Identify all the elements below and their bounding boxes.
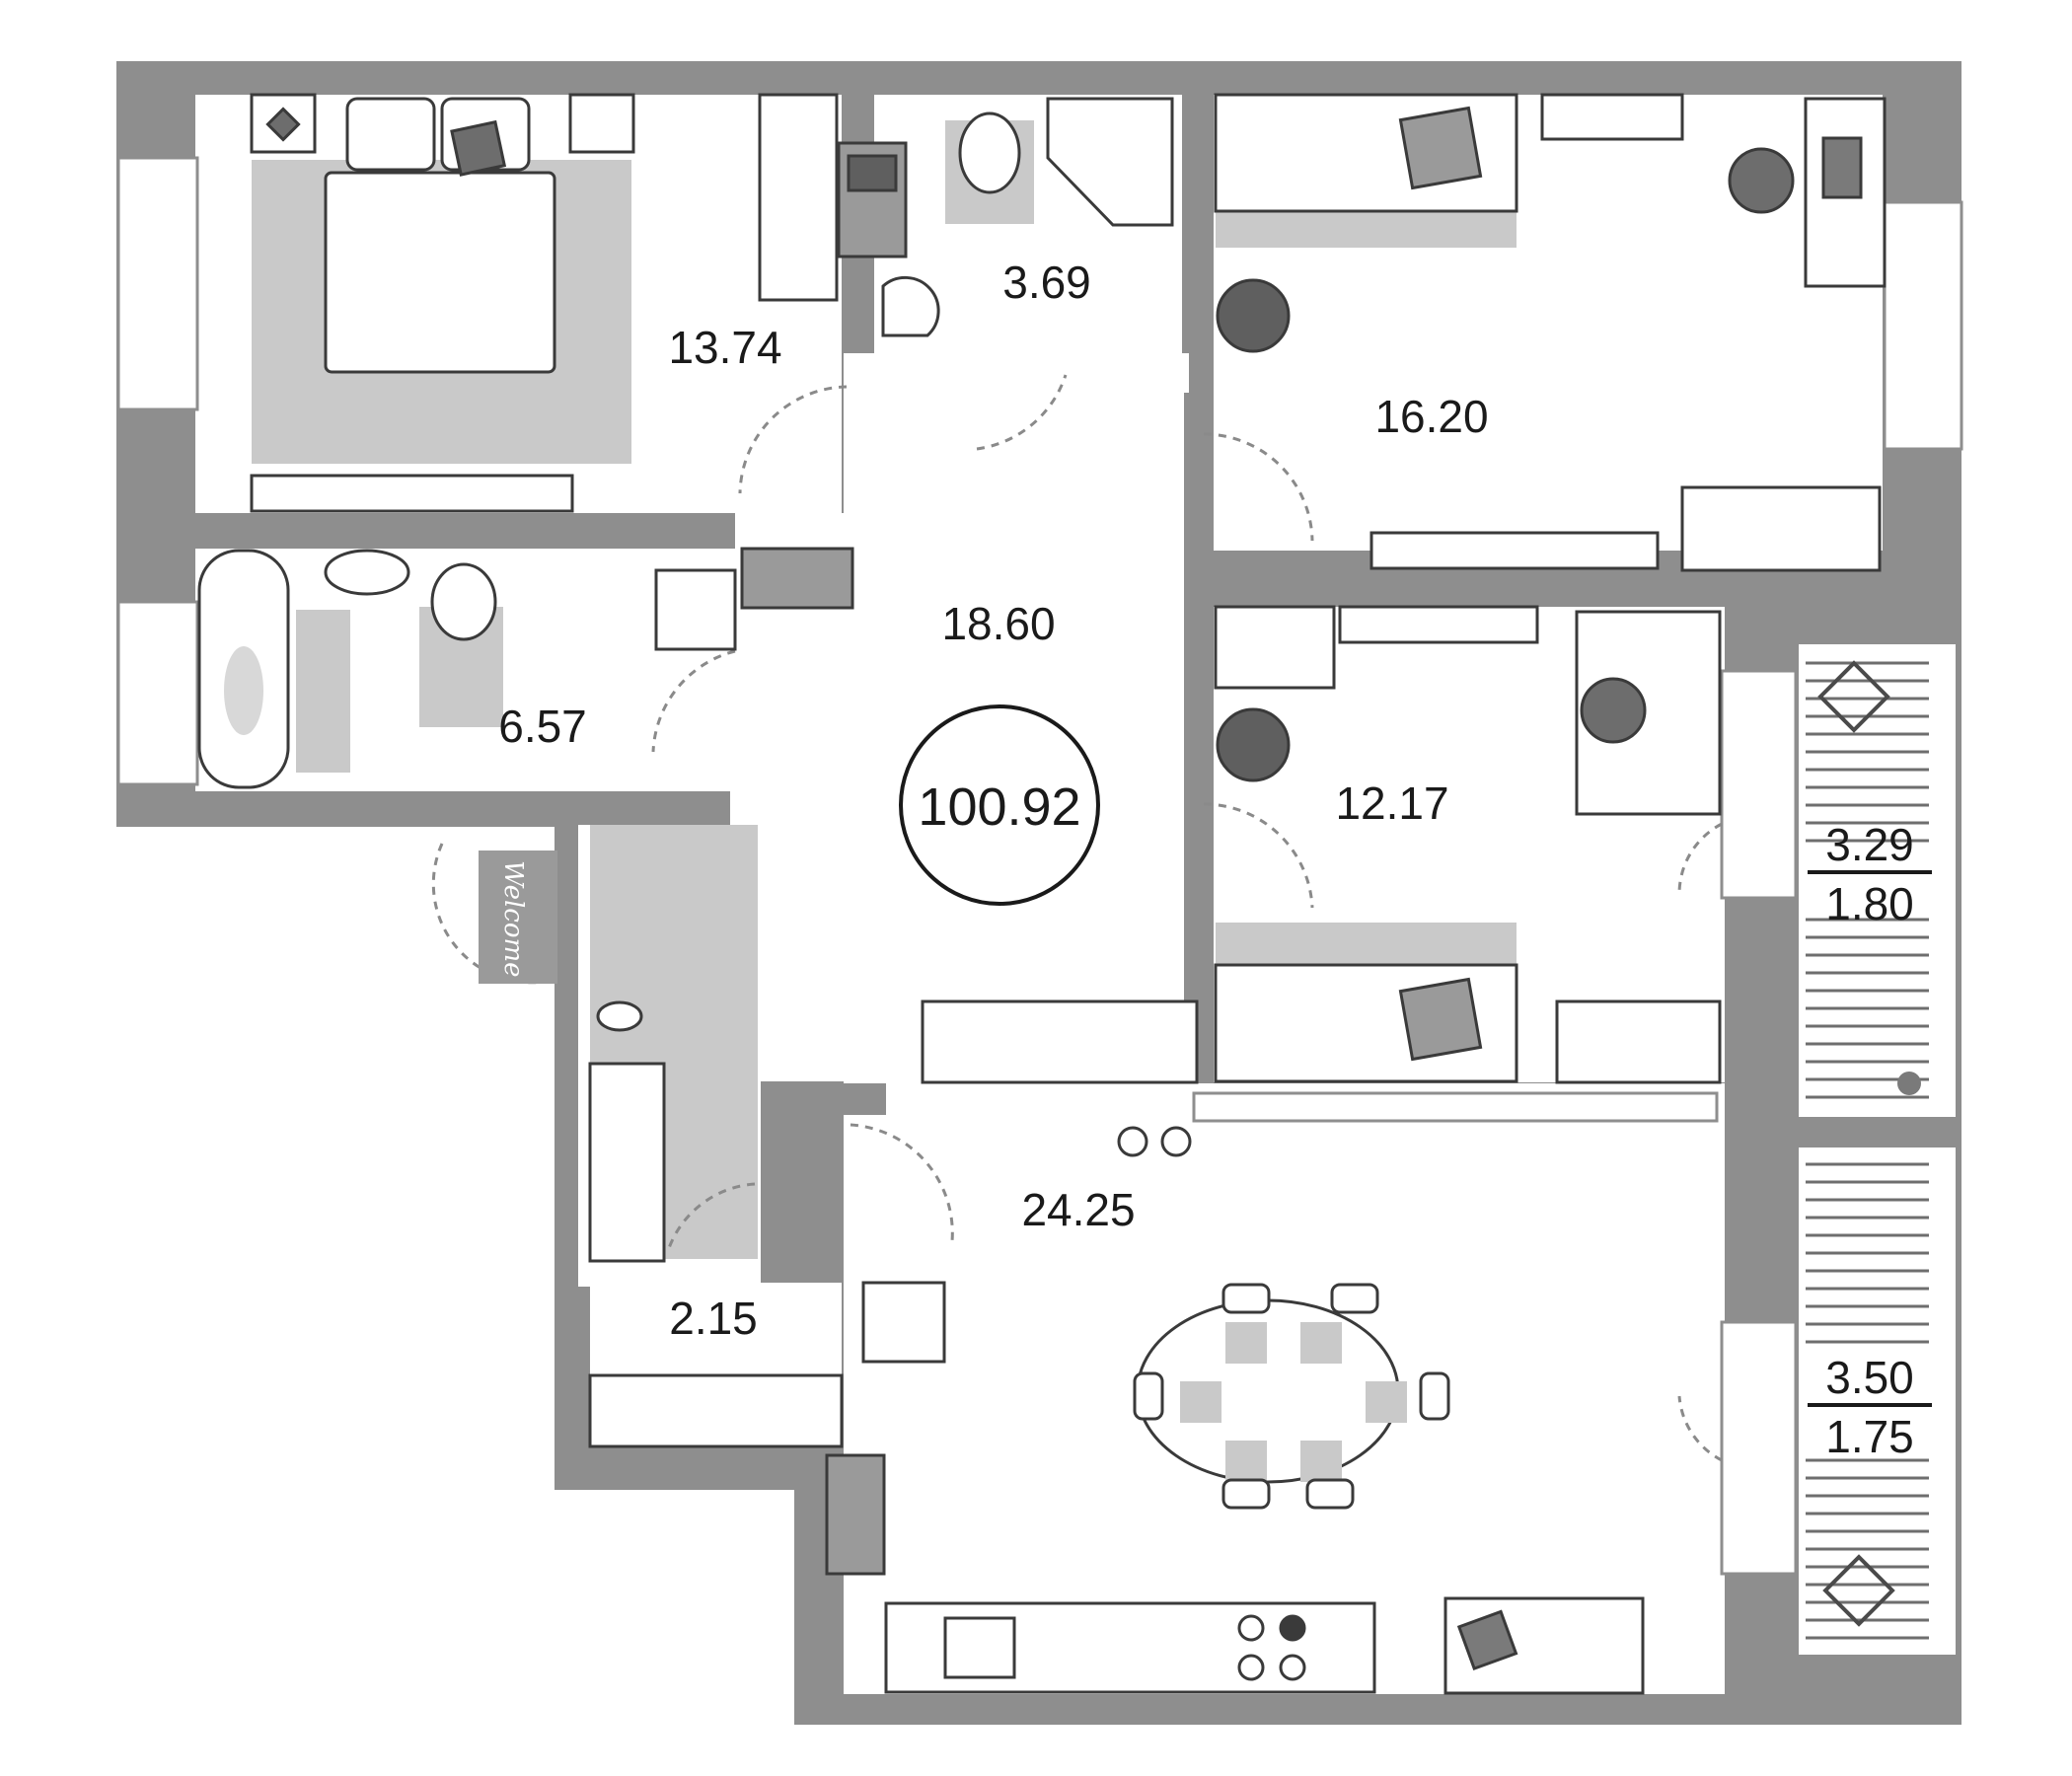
doormat-label: Welcome xyxy=(498,860,528,978)
shoe-rack-icon xyxy=(588,1373,844,1448)
balcony-2-area: 3.50 xyxy=(1825,1352,1914,1403)
room-area-toilet: 3.69 xyxy=(1002,257,1091,308)
shoe-rack-icon xyxy=(1555,999,1722,1084)
hob-icon xyxy=(1237,1614,1306,1681)
plant-icon xyxy=(1216,278,1291,353)
shoe-rack-icon xyxy=(921,999,1199,1084)
washing-machine-icon xyxy=(740,547,854,610)
balcony-2-coefficient-area: 1.75 xyxy=(1825,1411,1914,1462)
balcony-plant-icon xyxy=(1897,1072,1921,1095)
balcony-1-coefficient-area: 1.80 xyxy=(1825,878,1914,929)
sink-icon xyxy=(881,275,940,337)
room-labels: 13.74 3.69 16.20 6.57 18.60 12.17 2.15 2… xyxy=(498,257,1488,1344)
slippers-icon xyxy=(596,1000,643,1032)
room-area-bathroom: 6.57 xyxy=(498,701,587,752)
tv-stand-icon xyxy=(1369,531,1660,570)
sink-icon xyxy=(943,1616,1016,1679)
fridge-icon xyxy=(861,1281,946,1364)
room-area-kitchen-living: 24.25 xyxy=(1021,1184,1135,1235)
shower-icon xyxy=(1046,97,1174,227)
dining-table-icon xyxy=(1136,1298,1400,1484)
room-area-bedroom-office: 16.20 xyxy=(1374,391,1488,442)
plant-icon xyxy=(1216,707,1291,782)
toilet-icon xyxy=(430,562,497,641)
balcony-labels: 3.29 1.80 3.50 1.75 xyxy=(1808,819,1932,1462)
toilet-icon xyxy=(958,111,1021,194)
furniture xyxy=(197,93,1887,1695)
room-area-entrance: 2.15 xyxy=(669,1293,758,1344)
sink-icon xyxy=(324,549,410,596)
wardrobe-icon xyxy=(1214,605,1336,690)
room-area-bedroom-main: 13.74 xyxy=(668,322,781,373)
tv-stand-icon xyxy=(1338,605,1539,644)
balcony-1-area: 3.29 xyxy=(1825,819,1914,870)
balconies xyxy=(1793,638,1961,1661)
room-area-bedroom-small: 12.17 xyxy=(1335,777,1448,829)
total-area-value: 100.92 xyxy=(918,777,1080,837)
office-chair-icon xyxy=(1728,147,1795,214)
balcony-chair-icon xyxy=(1817,660,1895,1627)
wardrobe-icon xyxy=(1680,485,1882,572)
closet-icon xyxy=(588,1062,666,1263)
oven-icon xyxy=(825,1453,886,1576)
ceiling-lamp-icon xyxy=(1117,1126,1148,1157)
double-bed-icon xyxy=(324,171,556,374)
office-chair-icon xyxy=(1580,677,1647,744)
windows xyxy=(116,156,1963,1576)
total-area-badge: 100.92 xyxy=(899,704,1100,906)
towel-dryer-icon xyxy=(654,568,737,651)
wardrobe-icon xyxy=(758,93,839,302)
chair-icon xyxy=(1133,1283,1450,1510)
nightstand-icon xyxy=(568,93,635,154)
tv-stand-icon xyxy=(250,474,574,513)
radiator-icon xyxy=(1540,93,1684,141)
room-area-hall: 18.60 xyxy=(941,598,1055,649)
doormat-icon xyxy=(479,851,557,984)
